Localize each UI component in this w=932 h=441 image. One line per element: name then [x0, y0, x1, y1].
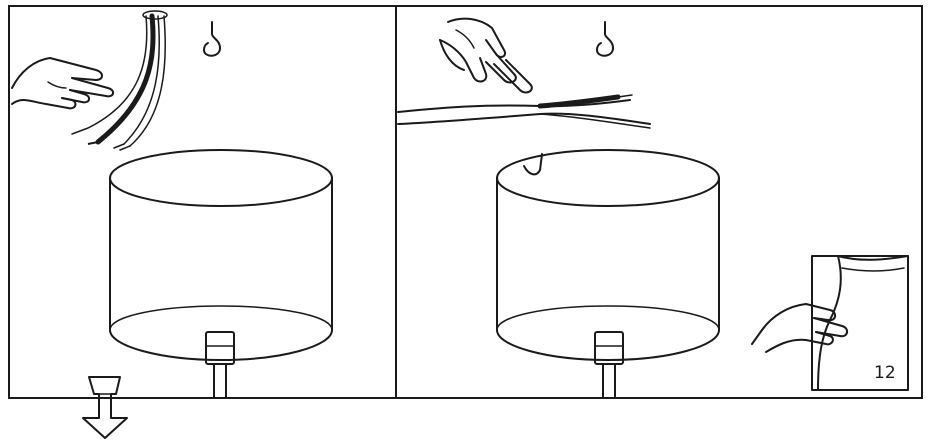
panel-right-frame	[395, 5, 923, 399]
ceiling-canopy-2	[496, 149, 720, 361]
down-arrow-icon	[82, 376, 128, 439]
ceiling-canopy	[109, 149, 333, 361]
cord-grip-2	[594, 331, 624, 399]
ceiling-hook-icon	[203, 21, 221, 57]
loose-wires	[397, 94, 651, 129]
pulling-hand-icon	[439, 17, 533, 94]
ceiling-hook-icon-2	[596, 21, 614, 57]
panel-left	[8, 5, 397, 399]
panel-right: 12	[395, 5, 923, 399]
pointing-hand-icon	[11, 57, 114, 110]
panel-left-frame	[8, 5, 397, 399]
ceiling-wires	[71, 10, 168, 151]
page-reference-icon[interactable]: 12	[751, 255, 909, 391]
page-number: 12	[874, 363, 896, 383]
cord-grip	[205, 331, 235, 399]
